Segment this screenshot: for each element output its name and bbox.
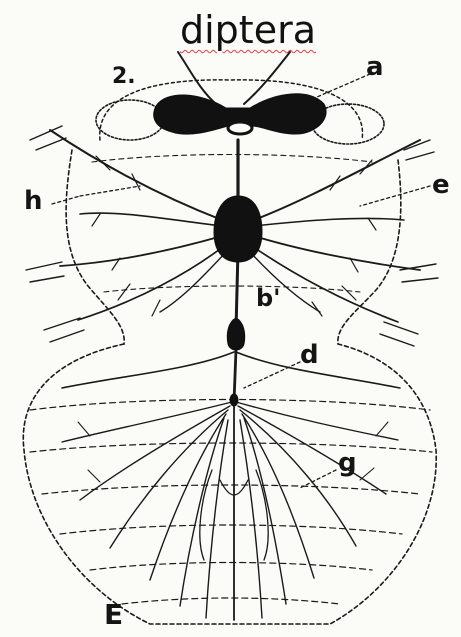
abdominal-nerve <box>62 402 232 442</box>
leader-line-d <box>244 362 300 388</box>
thoracic-nerve <box>160 252 226 312</box>
label-2: 2. <box>112 64 136 89</box>
thorax-segment <box>92 155 372 163</box>
leg-stump <box>26 262 64 282</box>
abdominal-nerve <box>240 410 356 546</box>
leg-stump <box>404 140 434 160</box>
abdomen-segment <box>30 443 432 452</box>
abdominal-nerve <box>180 418 224 606</box>
leader-line-a <box>310 74 370 100</box>
abdomen-segment <box>60 525 402 534</box>
abdominal-nerve <box>62 352 234 388</box>
label-g: g <box>338 448 357 478</box>
leg-stump <box>400 264 438 282</box>
thoracic-nerve <box>254 218 404 226</box>
terminal-ganglion <box>230 394 238 406</box>
abdomen-segment <box>122 598 340 604</box>
leader-line-e <box>360 186 430 206</box>
abdominal-nerve <box>236 402 398 440</box>
abdomen-segment <box>90 563 372 571</box>
abdominal-ganglion <box>227 318 244 350</box>
thoracic-nerve <box>50 130 222 220</box>
thoracic-nerve <box>80 213 222 226</box>
esophageal-foramen <box>228 122 252 134</box>
thoracic-ganglion-mass <box>214 196 262 262</box>
abdomen-outline <box>23 344 436 624</box>
leader-line-g <box>300 470 336 488</box>
label-a: a <box>366 52 384 82</box>
abdominal-nerve <box>206 420 228 618</box>
leg-stump <box>44 318 84 342</box>
label-d: d <box>300 340 319 370</box>
label-e: e <box>432 170 450 200</box>
leader-line-h <box>52 186 140 204</box>
abdominal-nerve <box>240 420 262 618</box>
left-compound-eye <box>96 100 164 140</box>
label-b-prime: b' <box>256 284 281 312</box>
thoracic-nerve <box>78 246 224 320</box>
thorax-outline-right <box>338 160 401 344</box>
label-h: h <box>24 186 43 216</box>
label-E: E <box>104 598 123 631</box>
thoracic-nerve <box>60 236 222 266</box>
leg-stump <box>380 322 418 346</box>
nerve-branch <box>312 160 376 316</box>
